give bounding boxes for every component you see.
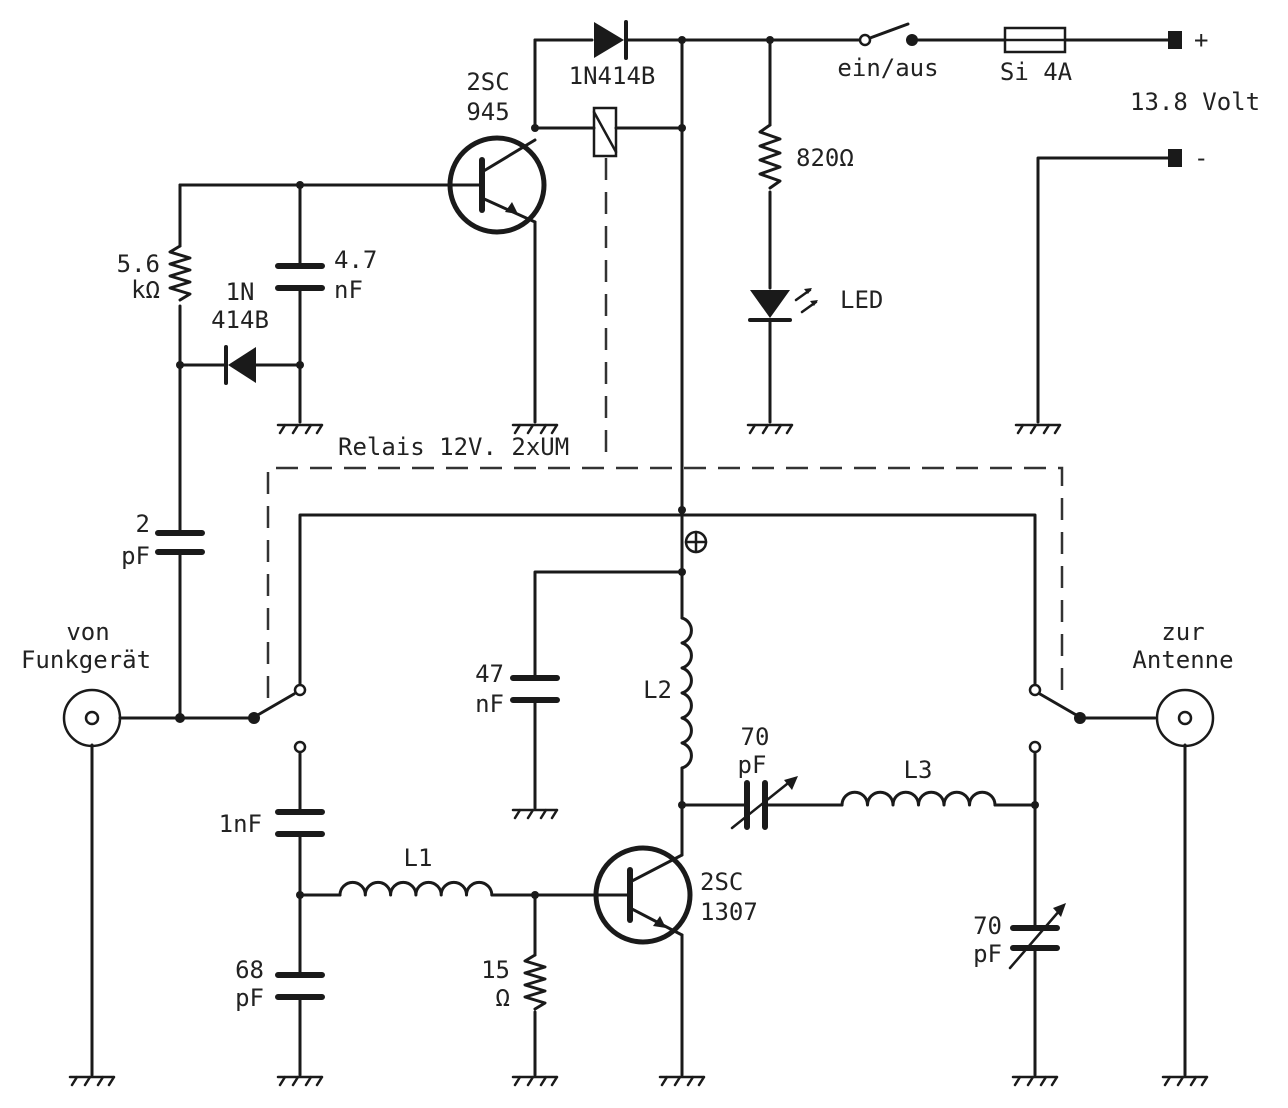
resistor-5k6-unit: kΩ <box>131 276 160 304</box>
capacitor-4n7-unit: nF <box>334 276 363 304</box>
supply-terminals <box>1168 31 1182 167</box>
resistor-15-unit: Ω <box>496 984 510 1012</box>
q2-number-label: 1307 <box>700 898 758 926</box>
fuse <box>1003 26 1067 54</box>
test-point-icon <box>684 530 708 554</box>
transistor-q2 <box>593 845 693 945</box>
diode-1n414b-bias <box>224 345 256 385</box>
relay-label: Relais 12V. 2xUM <box>338 433 569 461</box>
output-label-line1: zur <box>1161 618 1204 646</box>
inductor-l1 <box>338 880 494 897</box>
trimmer-capacitor-70p-series <box>730 776 798 830</box>
capacitor-47n-unit: nF <box>475 690 504 718</box>
trimmer-series-value: 70 <box>741 723 770 751</box>
transistor-q1 <box>447 135 547 235</box>
capacitor-2p <box>155 530 205 555</box>
resistor-820-label: 820Ω <box>796 144 854 172</box>
input-label-line2: Funkgerät <box>21 646 151 674</box>
diode-bias-label-line2: 414B <box>211 306 269 334</box>
trimmer-shunt-value: 70 <box>973 912 1002 940</box>
inductor-l2 <box>680 616 693 770</box>
capacitor-68p-value: 68 <box>235 956 264 984</box>
supply-voltage-label: 13.8 Volt <box>1130 88 1260 116</box>
capacitor-1n <box>275 809 325 837</box>
trimmer-shunt-unit: pF <box>973 940 1002 968</box>
capacitor-2p-unit: pF <box>121 542 150 570</box>
q1-type-label: 2SC <box>466 68 509 96</box>
wires <box>90 38 1187 1077</box>
q1-number-label: 945 <box>466 98 509 126</box>
diode-bias-label-line1: 1N <box>226 278 255 306</box>
input-label-line1: von <box>66 618 109 646</box>
plus-terminal-label: + <box>1194 26 1208 54</box>
led-label: LED <box>840 286 883 314</box>
resistor-820 <box>758 123 782 190</box>
component-labels: 2SC 945 1N414B ein/aus Si 4A 13.8 Volt +… <box>21 26 1260 1012</box>
resistor-15-value: 15 <box>481 956 510 984</box>
led <box>748 288 818 322</box>
resistor-15 <box>523 953 547 1011</box>
capacitor-47n-value: 47 <box>475 660 504 688</box>
trimmer-capacitor-70p-shunt <box>1008 903 1066 970</box>
resistor-5k6-value: 5.6 <box>117 250 160 278</box>
capacitor-68p <box>275 972 325 1000</box>
relay-coil <box>592 106 618 158</box>
relay-contact-right <box>1028 683 1086 754</box>
capacitor-47n <box>510 675 560 703</box>
diode-supply-label: 1N414B <box>569 62 656 90</box>
coax-output-jack <box>1155 688 1215 748</box>
coax-input-jack <box>62 688 122 748</box>
fuse-label: Si 4A <box>1000 58 1073 86</box>
inductor-l3-label: L3 <box>904 756 933 784</box>
minus-terminal-label: - <box>1194 144 1208 172</box>
capacitor-4n7 <box>275 263 325 291</box>
q2-type-label: 2SC <box>700 868 743 896</box>
junction-dots <box>175 36 1039 899</box>
output-label-line2: Antenne <box>1132 646 1233 674</box>
relay-contact-left <box>248 683 307 754</box>
inductor-l2-label: L2 <box>643 676 672 704</box>
diode-1n414b-supply <box>594 20 628 60</box>
inductor-l3 <box>840 790 997 807</box>
switch-label: ein/aus <box>837 54 938 82</box>
inductor-l1-label: L1 <box>404 844 433 872</box>
trimmer-series-unit: pF <box>738 751 767 779</box>
ground-symbols <box>68 423 1209 1087</box>
power-switch <box>858 22 918 47</box>
resistor-5k6 <box>168 244 192 302</box>
capacitor-68p-unit: pF <box>235 984 264 1012</box>
capacitor-1n-label: 1nF <box>219 810 262 838</box>
capacitor-4n7-value: 4.7 <box>334 246 377 274</box>
capacitor-2p-value: 2 <box>136 510 150 538</box>
